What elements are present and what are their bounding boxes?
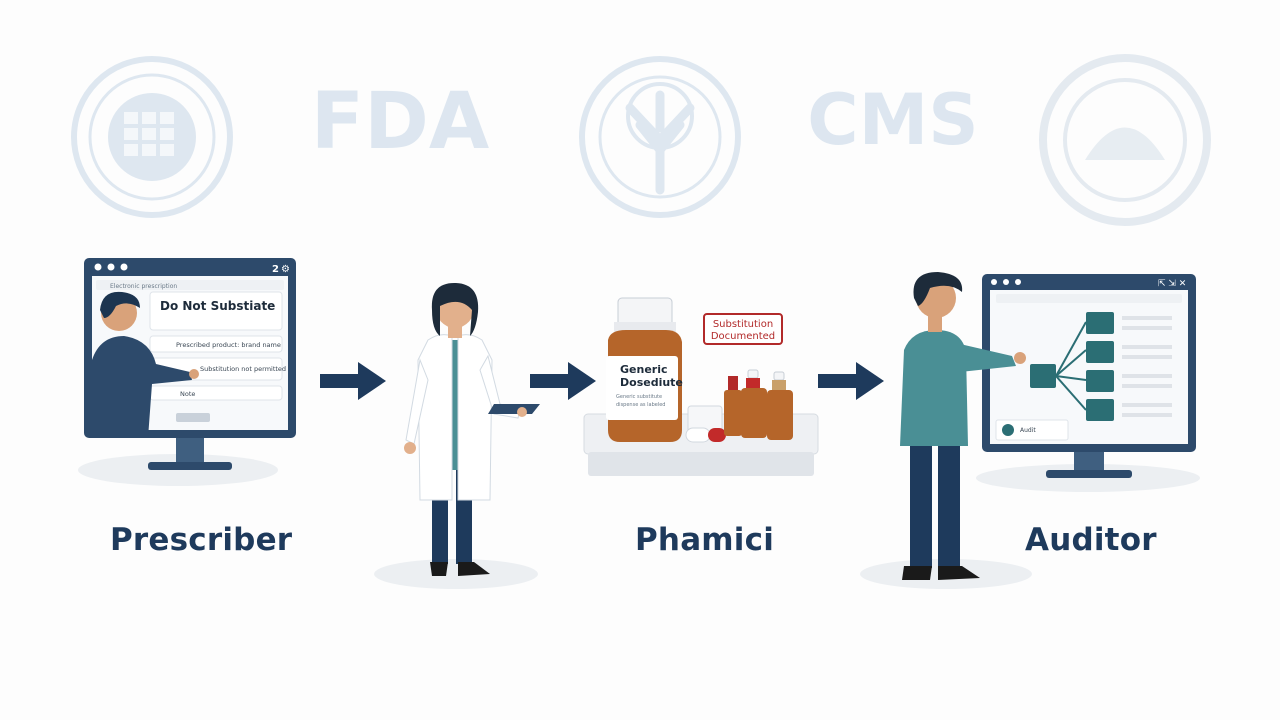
flow-arrow-3-icon xyxy=(818,362,884,400)
auditor-illustration: ⇱ ⇲ ✕ Audit xyxy=(860,272,1200,589)
audit-footer-text: Audit xyxy=(1020,427,1036,434)
prescribed-product-row: Prescribed product: brand name xyxy=(176,341,281,349)
stage-label-prescriber: Prescriber xyxy=(110,522,293,558)
bottle-label-line2: dispense as labeled xyxy=(616,402,665,408)
settings-icon: ⚙ xyxy=(281,264,290,275)
substitution-stamp-line1: Substitution xyxy=(713,319,773,330)
prescriber-illustration: 2 ⚙ Electronic prescription Do Not Subst… xyxy=(78,258,296,486)
substitution-stamp-line2: Documented xyxy=(711,331,775,342)
flow-arrow-1-icon xyxy=(320,362,386,400)
do-not-substitute-heading: Do Not Substiate xyxy=(160,299,275,313)
stage-label-auditor: Auditor xyxy=(1025,522,1157,558)
bottle-label-line1: Generic substitute xyxy=(616,394,662,400)
window-number: 2 xyxy=(272,264,279,275)
medication-illustration: Generic Dosediute Generic substitute dis… xyxy=(583,297,819,476)
bottle-title-line1: Generic xyxy=(620,363,668,376)
state-board-seal-icon xyxy=(71,56,233,218)
submit-button xyxy=(176,413,210,422)
substitution-row: Substitution not permitted xyxy=(200,365,286,373)
fda-logo: FDA xyxy=(311,77,489,167)
flow-arrow-2-icon xyxy=(530,362,596,400)
address-bar-text: Electronic prescription xyxy=(110,283,177,290)
bottle-title-line2: Dosediute xyxy=(620,376,683,389)
pharmacist-illustration xyxy=(374,282,540,589)
round-seal-icon xyxy=(1039,54,1211,226)
window-controls-icon: ⇱ ⇲ ✕ xyxy=(1158,279,1186,289)
stage-label-pharmacist: Phamici xyxy=(635,522,775,558)
cms-logo: CMS xyxy=(807,79,978,161)
background-logos: FDA CMS xyxy=(71,54,1211,226)
note-row: Note xyxy=(180,390,195,398)
tree-seal-icon xyxy=(579,56,741,218)
